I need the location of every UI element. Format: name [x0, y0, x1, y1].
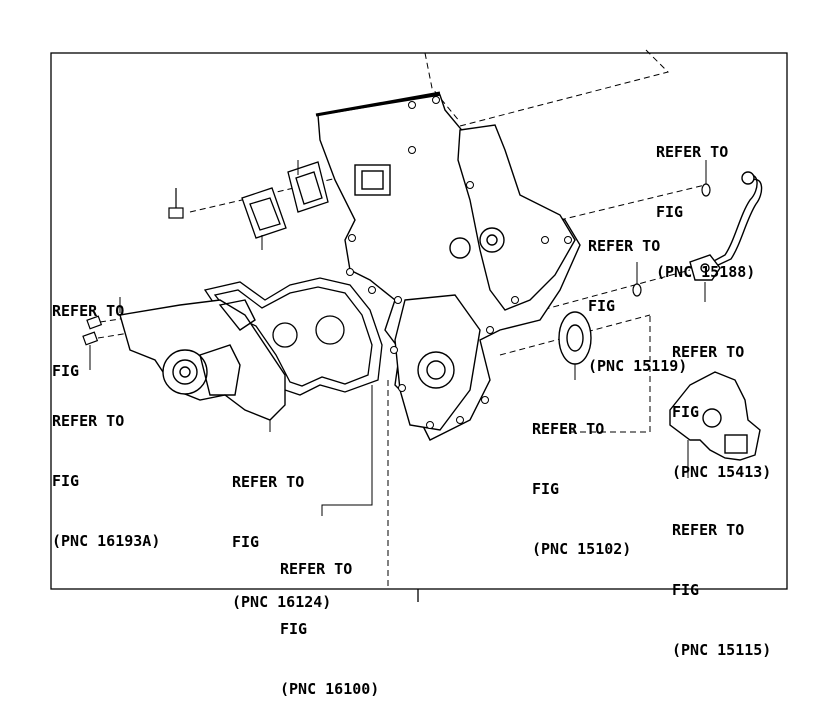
- callout-fig: FIG: [232, 533, 260, 551]
- diagram-frame: [50, 52, 788, 590]
- callout-pnc-15119[interactable]: REFER TO FIG (PNC 15119): [588, 196, 687, 396]
- callout-fig: FIG: [672, 581, 700, 599]
- timing-chain-cover: [315, 91, 581, 441]
- oil-tube: [689, 171, 763, 281]
- callout-pnc: (PNC 16124): [232, 593, 332, 611]
- callout-pnc: (PNC 15413): [672, 463, 772, 481]
- bolt-icon-2: [82, 315, 103, 346]
- callout-refer-to: REFER TO: [672, 343, 745, 361]
- callout-fig: FIG: [52, 362, 80, 380]
- callout-fig: FIG: [656, 203, 684, 221]
- callout-pnc-16193a[interactable]: REFER TO FIG (PNC 16193A): [52, 371, 160, 571]
- callout-pnc-16100[interactable]: REFER TO FIG (PNC 16100): [280, 519, 379, 719]
- callout-refer-to: REFER TO: [52, 412, 125, 430]
- bolt-icon: [168, 188, 184, 219]
- callout-refer-to: REFER TO: [532, 420, 605, 438]
- cover-bolt-holes: [346, 96, 572, 429]
- callout-pnc-15413[interactable]: REFER TO FIG (PNC 15413): [672, 302, 771, 502]
- callout-refer-to: REFER TO: [280, 560, 353, 578]
- callout-pnc: (PNC 16100): [280, 680, 380, 698]
- parts-diagram: [50, 49, 788, 602]
- callout-refer-to: REFER TO: [232, 473, 305, 491]
- callout-fig: FIG: [588, 297, 616, 315]
- callout-refer-to: REFER TO: [656, 143, 729, 161]
- callout-pnc-15188[interactable]: REFER TO FIG (PNC 15188): [656, 102, 755, 302]
- callout-refer-to: REFER TO: [52, 302, 125, 320]
- callout-refer-to: REFER TO: [672, 521, 745, 539]
- water-pump: [119, 299, 286, 421]
- callout-pnc: (PNC 15119): [588, 357, 688, 375]
- gasket-plate-icon: [241, 161, 329, 239]
- oil-pump-rotor: [558, 311, 592, 365]
- callout-pnc: (PNC 15102): [532, 540, 632, 558]
- callout-pnc: (PNC 16193A): [52, 532, 161, 550]
- callout-refer-to: REFER TO: [588, 237, 661, 255]
- callout-pnc-15115[interactable]: REFER TO FIG (PNC 15115): [672, 480, 771, 680]
- callout-unlabeled[interactable]: REFER TO FIG: [52, 261, 124, 401]
- callout-pnc-16124[interactable]: REFER TO FIG (PNC 16124): [232, 432, 331, 632]
- callout-pnc-15102[interactable]: REFER TO FIG (PNC 15102): [532, 379, 631, 579]
- callout-fig: FIG: [672, 403, 700, 421]
- callout-pnc: (PNC 15115): [672, 641, 772, 659]
- callout-fig: FIG: [280, 620, 308, 638]
- callout-fig: FIG: [532, 480, 560, 498]
- solid-leader-lines: [89, 160, 707, 516]
- callout-pnc: (PNC 15188): [656, 263, 756, 281]
- oil-pump-body: [669, 371, 761, 461]
- callout-fig: FIG: [52, 472, 80, 490]
